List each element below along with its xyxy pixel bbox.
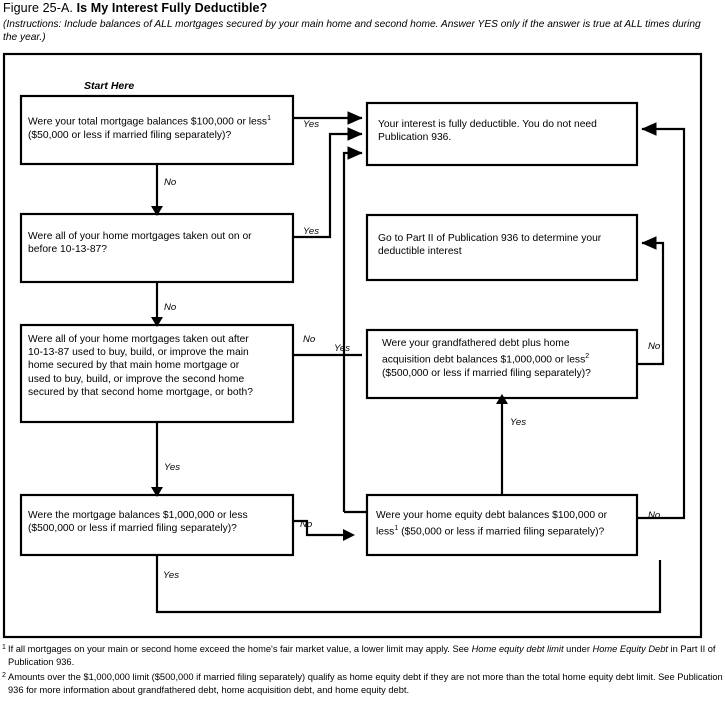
- edge-label-q6-yes: Yes: [510, 417, 526, 428]
- node-q6-sup: 1: [394, 525, 399, 533]
- edge-q6-no: [637, 122, 686, 520]
- footnote-1-text: If all mortgages on your main or second …: [8, 644, 716, 667]
- edge-q2-yes: [293, 127, 363, 239]
- edge-label-q2-no: No: [164, 302, 177, 313]
- node-q5-line3: ($500,000 or less if married filing sepa…: [382, 367, 591, 379]
- edge-q3-yes-arrowhead: [151, 487, 163, 497]
- node-q3-line2: 10-13-87 used to buy, build, or improve …: [28, 347, 249, 359]
- edge-q5-no: [637, 236, 665, 366]
- node-q4-box[interactable]: [19, 493, 295, 557]
- node-q2-text: Were all of your home mortgages taken ou…: [28, 230, 290, 256]
- node-r2-text: Go to Part II of Publication 936 to dete…: [378, 232, 632, 258]
- node-r2-box[interactable]: [365, 213, 639, 282]
- node-q4-line2: ($500,000 or less if married filing sepa…: [28, 523, 237, 535]
- edge-q4-no: [293, 519, 345, 537]
- footnote-1: 1 If all mortgages on your main or secon…: [2, 643, 723, 668]
- figure-instructions: (Instructions: Include balances of ALL m…: [3, 19, 701, 43]
- node-q6-line1: Were your home equity debt balances $100…: [376, 510, 608, 521]
- node-q1-text: Were your total mortgage balances $100,0…: [28, 112, 290, 142]
- node-q1-box[interactable]: [19, 94, 295, 166]
- edge-q6-yes-to-r1: [342, 146, 363, 512]
- node-q6-text: Were your home equity debt balances $100…: [376, 509, 632, 539]
- node-q3-box[interactable]: [19, 323, 295, 424]
- node-q6-box[interactable]: [365, 493, 639, 557]
- footnotes: 1 If all mortgages on your main or secon…: [2, 643, 723, 699]
- chart-frame: [2, 52, 703, 639]
- node-r2-line1: Go to Part II of Publication 936 to dete…: [378, 233, 602, 244]
- node-r2-line2: deductible interest: [378, 246, 462, 258]
- node-q3-line1: Were all of your home mortgages taken ou…: [28, 334, 249, 345]
- node-q2-line2: before 10-13-87?: [28, 244, 108, 256]
- node-r1-line2: Publication 936.: [378, 132, 452, 144]
- node-q3-line3: home secured by that main home mortgage …: [28, 360, 240, 372]
- node-q1-line2: ($50,000 or less if married filing separ…: [28, 129, 232, 141]
- node-q5-line2: acquisition debt balances $1,000,000 or …: [382, 354, 586, 366]
- node-r1-line1: Your interest is fully deductible. You d…: [378, 119, 597, 130]
- node-q5-sup: 2: [585, 353, 590, 361]
- edge-q1-no-arrowhead: [151, 206, 163, 216]
- page-title: Figure 25-A. Is My Interest Fully Deduct…: [3, 1, 267, 15]
- node-r1-box[interactable]: [365, 101, 639, 167]
- node-q3-line5: secured by that second home mortgage, or…: [28, 386, 253, 398]
- start-here-label: Start Here: [84, 80, 134, 92]
- edge-q6-yes-up-arrowhead: [496, 394, 508, 404]
- edge-q4-no-arrowhead: [343, 529, 355, 541]
- node-q2-line1: Were all of your home mortgages taken ou…: [28, 231, 252, 242]
- node-q4-text: Were the mortgage balances $1,000,000 or…: [28, 509, 290, 535]
- footnote-2: 2 Amounts over the $1,000,000 limit ($50…: [2, 671, 723, 696]
- node-r1-text: Your interest is fully deductible. You d…: [378, 118, 632, 144]
- node-q6-line2-post: ($50,000 or less if married filing separ…: [398, 526, 605, 538]
- footnote-1-mark: 1: [2, 644, 6, 651]
- edge-label-q1-yes: Yes: [303, 119, 319, 130]
- node-q3-text: Were all of your home mortgages taken ou…: [28, 333, 292, 399]
- edge-label-q3-no: No: [303, 334, 316, 345]
- node-q1-sup: 1: [267, 115, 271, 122]
- footnote-2-mark: 2: [2, 672, 6, 680]
- edge-label-q6-yes-riser: Yes: [334, 343, 350, 354]
- edge-label-q4-yes: Yes: [163, 570, 179, 581]
- edge-q4-yes: [155, 555, 662, 614]
- node-q3-line4: used to buy, build, or improve the secon…: [28, 373, 245, 385]
- node-q4-line1: Were the mortgage balances $1,000,000 or…: [28, 510, 248, 521]
- edge-label-q1-no: No: [164, 177, 177, 188]
- edge-label-q4-no: No: [300, 519, 313, 530]
- edge-label-q2-yes: Yes: [303, 226, 319, 237]
- node-q5-text: Were your grandfathered debt plus home a…: [382, 337, 634, 380]
- node-q6-line2-pre: less: [376, 526, 395, 538]
- footnote-2-text: Amounts over the $1,000,000 limit ($500,…: [8, 672, 723, 695]
- figure-question: Is My Interest Fully Deductible?: [76, 1, 268, 15]
- edge-q2-no-arrowhead: [151, 317, 163, 327]
- node-q5-line1: Were your grandfathered debt plus home: [382, 338, 570, 349]
- figure-number: Figure 25-A.: [3, 1, 73, 15]
- edge-label-q3-yes: Yes: [164, 462, 180, 473]
- edge-label-q5-no: No: [648, 341, 661, 352]
- edge-label-q6-no: No: [648, 510, 661, 521]
- node-q1-line1: Were your total mortgage balances $100,0…: [28, 116, 268, 128]
